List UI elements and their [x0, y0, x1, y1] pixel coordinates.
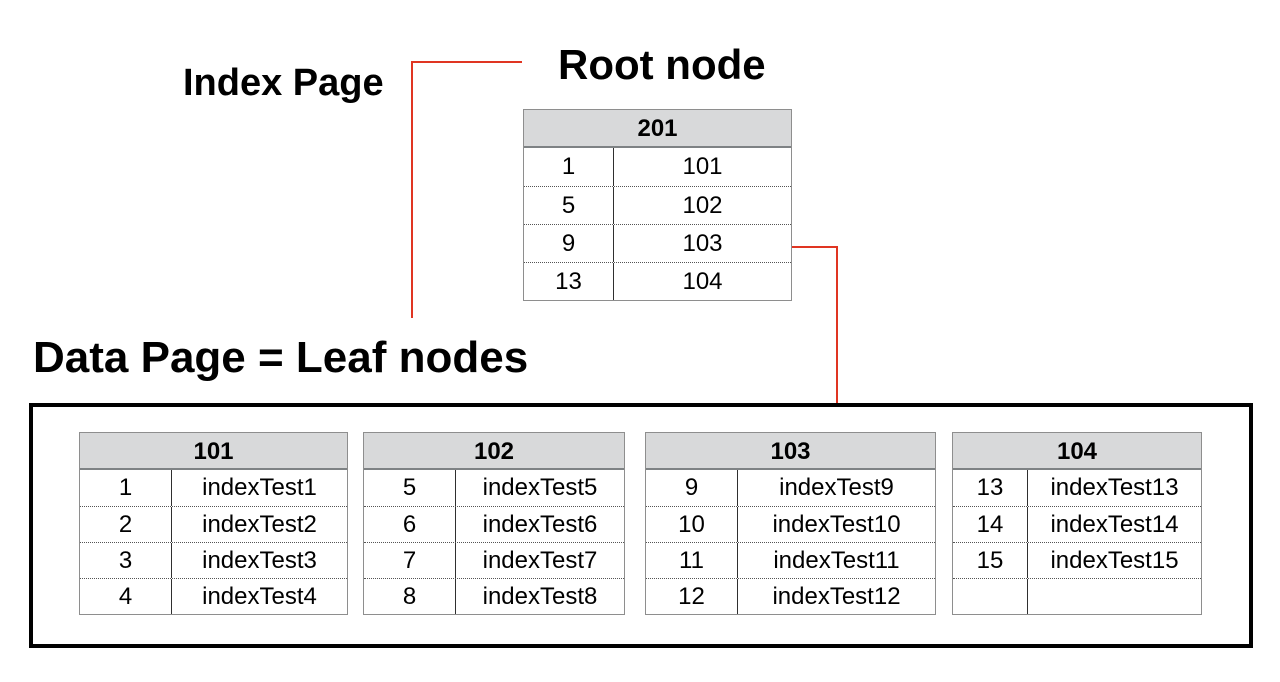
pointer-cell: 101	[682, 153, 723, 180]
leaf-table-103: 103 9 indexTest9 10 indexTest10 11 index…	[645, 432, 936, 615]
table-row: 4 indexTest4	[80, 578, 347, 614]
table-row: 2 indexTest2	[80, 506, 347, 542]
value-cell: indexTest8	[482, 583, 598, 610]
pointer-cell: 102	[682, 192, 723, 219]
value-cell: indexTest12	[772, 583, 901, 610]
table-row: 12 indexTest12	[646, 578, 935, 614]
data-page-label: Data Page = Leaf nodes	[33, 333, 529, 382]
key-cell: 13	[953, 470, 1028, 506]
table-row: 13 indexTest13	[953, 470, 1201, 506]
value-cell: indexTest6	[482, 511, 598, 538]
value-cell: indexTest11	[773, 547, 900, 574]
key-cell: 3	[80, 543, 172, 578]
root-to-leaf-connector-line	[792, 246, 838, 421]
key-cell: 13	[524, 263, 614, 300]
table-row: 8 indexTest8	[364, 578, 624, 614]
value-cell	[1028, 579, 1201, 614]
root-node-table: 201 1 101 5 102 9 103 13 104	[523, 109, 792, 301]
value-cell: indexTest4	[202, 583, 317, 610]
value-cell: indexTest15	[1050, 547, 1179, 574]
key-cell: 11	[646, 543, 738, 578]
key-cell	[953, 579, 1028, 614]
table-row: 6 indexTest6	[364, 506, 624, 542]
key-cell: 15	[953, 543, 1028, 578]
value-cell: indexTest3	[202, 547, 317, 574]
key-cell: 5	[364, 470, 456, 506]
table-header: 101	[80, 433, 347, 470]
table-row: 9 indexTest9	[646, 470, 935, 506]
key-cell: 12	[646, 579, 738, 614]
key-cell: 14	[953, 507, 1028, 542]
value-cell: indexTest7	[482, 547, 598, 574]
value-cell: indexTest10	[772, 511, 901, 538]
table-row: 13 104	[524, 262, 791, 300]
value-cell: indexTest13	[1050, 474, 1179, 501]
leaf-table-101: 101 1 indexTest1 2 indexTest2 3 indexTes…	[79, 432, 348, 615]
root-node-label: Root node	[558, 41, 766, 88]
pointer-cell: 103	[682, 230, 723, 257]
key-cell: 9	[646, 470, 738, 506]
table-row: 15 indexTest15	[953, 542, 1201, 578]
value-cell: indexTest5	[482, 474, 598, 501]
table-row: 1 101	[524, 148, 791, 186]
table-header: 102	[364, 433, 624, 470]
value-cell: indexTest2	[202, 511, 317, 538]
pointer-cell: 104	[682, 268, 723, 295]
table-row: 14 indexTest14	[953, 506, 1201, 542]
key-cell: 10	[646, 507, 738, 542]
index-page-connector-line	[411, 61, 522, 318]
key-cell: 8	[364, 579, 456, 614]
table-row: 5 indexTest5	[364, 470, 624, 506]
table-row: 11 indexTest11	[646, 542, 935, 578]
table-header: 201	[524, 110, 791, 148]
key-cell: 9	[524, 225, 614, 262]
table-row: 1 indexTest1	[80, 470, 347, 506]
index-page-label: Index Page	[183, 62, 384, 104]
key-cell: 6	[364, 507, 456, 542]
key-cell: 4	[80, 579, 172, 614]
table-row: 9 103	[524, 224, 791, 262]
table-header: 103	[646, 433, 935, 470]
table-row: 5 102	[524, 186, 791, 224]
value-cell: indexTest1	[202, 474, 317, 501]
key-cell: 5	[524, 187, 614, 224]
table-row: 10 indexTest10	[646, 506, 935, 542]
leaf-table-102: 102 5 indexTest5 6 indexTest6 7 indexTes…	[363, 432, 625, 615]
value-cell: indexTest14	[1050, 511, 1179, 538]
table-row: 3 indexTest3	[80, 542, 347, 578]
key-cell: 2	[80, 507, 172, 542]
value-cell: indexTest9	[779, 474, 894, 501]
leaf-table-104: 104 13 indexTest13 14 indexTest14 15 ind…	[952, 432, 1202, 615]
table-row	[953, 578, 1201, 614]
table-header: 104	[953, 433, 1201, 470]
key-cell: 1	[524, 148, 614, 186]
key-cell: 1	[80, 470, 172, 506]
table-row: 7 indexTest7	[364, 542, 624, 578]
key-cell: 7	[364, 543, 456, 578]
